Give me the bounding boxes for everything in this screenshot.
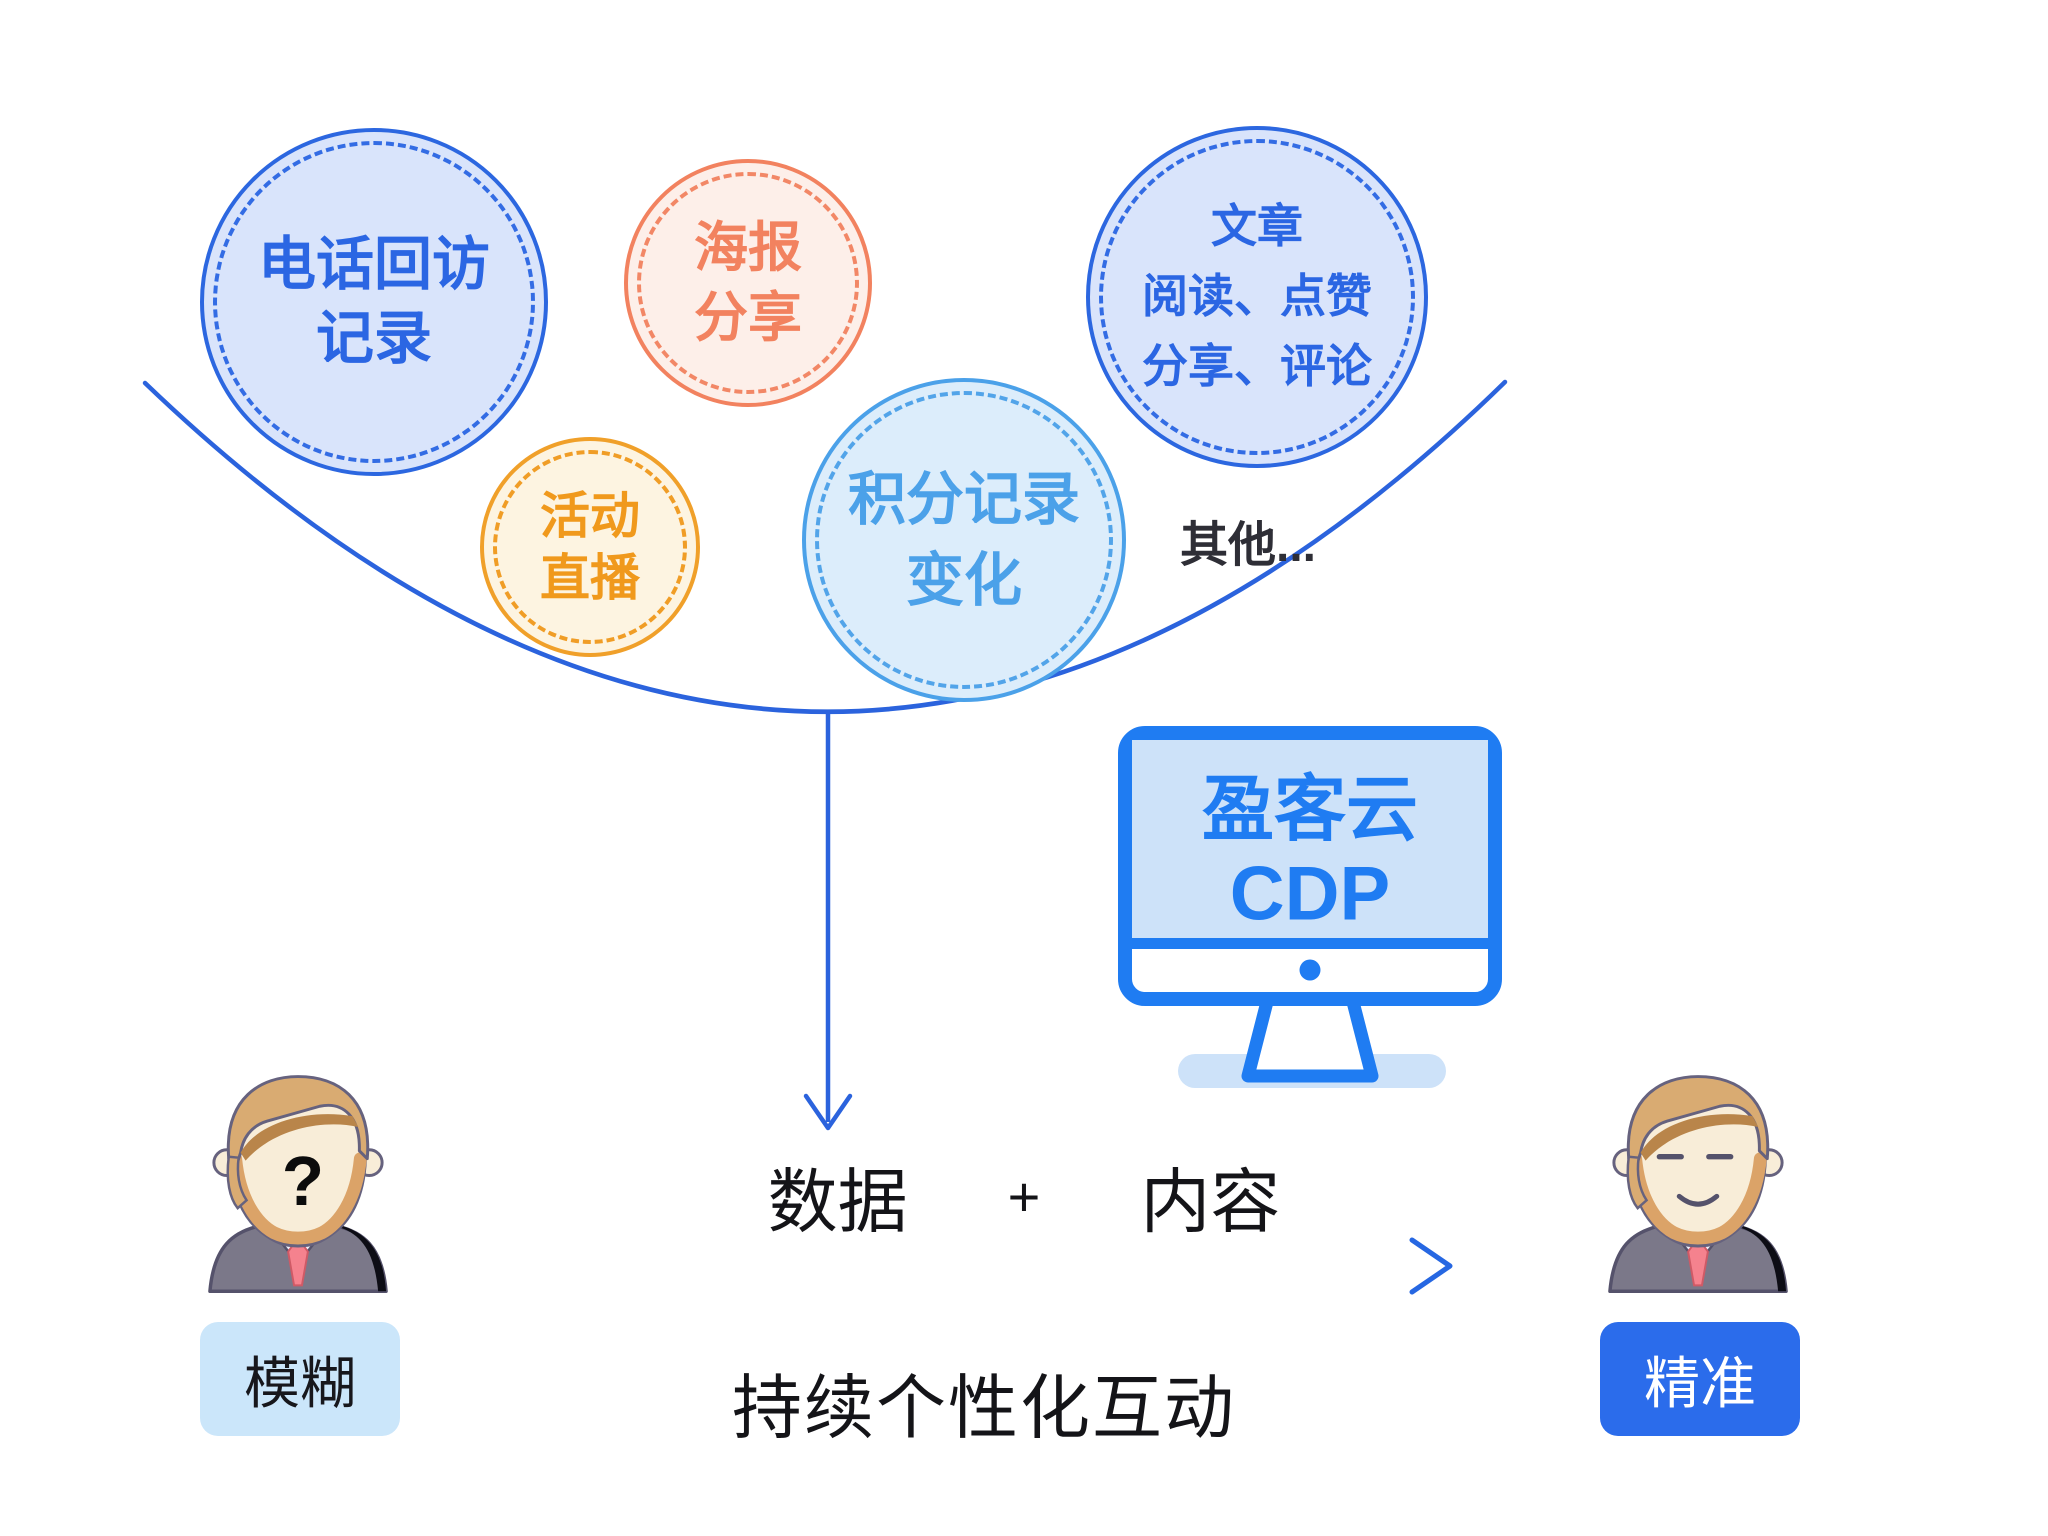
person-known xyxy=(1604,1060,1792,1294)
bubble-line: 文章 xyxy=(1211,200,1303,253)
bubble-points-change: 积分记录 变化 xyxy=(802,378,1126,702)
monitor-icon: 盈客云 CDP xyxy=(1118,726,1502,1088)
bubble-article-engagement: 文章 阅读、点赞 分享、评论 xyxy=(1086,126,1428,468)
process-label: 持续个性化互动 xyxy=(732,1369,1236,1447)
monitor-product-text: CDP xyxy=(1230,852,1390,937)
bubble-line: 分享、评论 xyxy=(1142,339,1372,392)
bubble-poster-share: 海报 分享 xyxy=(624,159,872,407)
bubble-line: 记录 xyxy=(315,306,432,371)
bubble-line: 活动 xyxy=(540,487,640,544)
monitor-camera-dot xyxy=(1299,959,1321,981)
person-unknown: ? xyxy=(204,1060,392,1294)
plus-sign: + xyxy=(1007,1165,1041,1228)
bubble-phone-callback-records: 电话回访 记录 xyxy=(200,128,548,476)
monitor-brand-text: 盈客云 xyxy=(1202,770,1418,850)
bubble-line: 电话回访 xyxy=(257,231,490,297)
funnel-curve xyxy=(142,379,1508,714)
bubble-live-event: 活动 直播 xyxy=(480,437,700,657)
down-arrow-head xyxy=(803,1093,853,1131)
monitor-stand xyxy=(1241,991,1379,1083)
bubble-line: 变化 xyxy=(905,548,1022,613)
formula-data-label: 数据 xyxy=(767,1163,908,1241)
person-known-icon xyxy=(1608,1075,1788,1294)
monitor-separator xyxy=(1132,938,1488,949)
bubble-line: 积分记录 xyxy=(847,466,1080,532)
precise-badge: 精准 xyxy=(1600,1322,1800,1436)
smile-icon xyxy=(1676,1193,1720,1207)
cdp-monitor: 盈客云 CDP xyxy=(1118,726,1502,1090)
flow-arrow-head xyxy=(1409,1237,1453,1295)
bubble-line: 海报 xyxy=(694,217,802,278)
bubble-line: 分享 xyxy=(694,288,802,348)
formula-content-label: 内容 xyxy=(1140,1163,1281,1241)
fuzzy-badge: 模糊 xyxy=(200,1322,400,1436)
formula-row: 数据 + 内容 xyxy=(768,1146,1281,1247)
question-mark: ? xyxy=(282,1142,324,1220)
monitor-screen xyxy=(1132,740,1488,938)
person-unknown-icon: ? xyxy=(208,1075,388,1294)
bubble-line: 直播 xyxy=(540,550,640,606)
bubble-line: 阅读、点赞 xyxy=(1142,270,1372,323)
others-label: 其他... xyxy=(1180,519,1317,572)
